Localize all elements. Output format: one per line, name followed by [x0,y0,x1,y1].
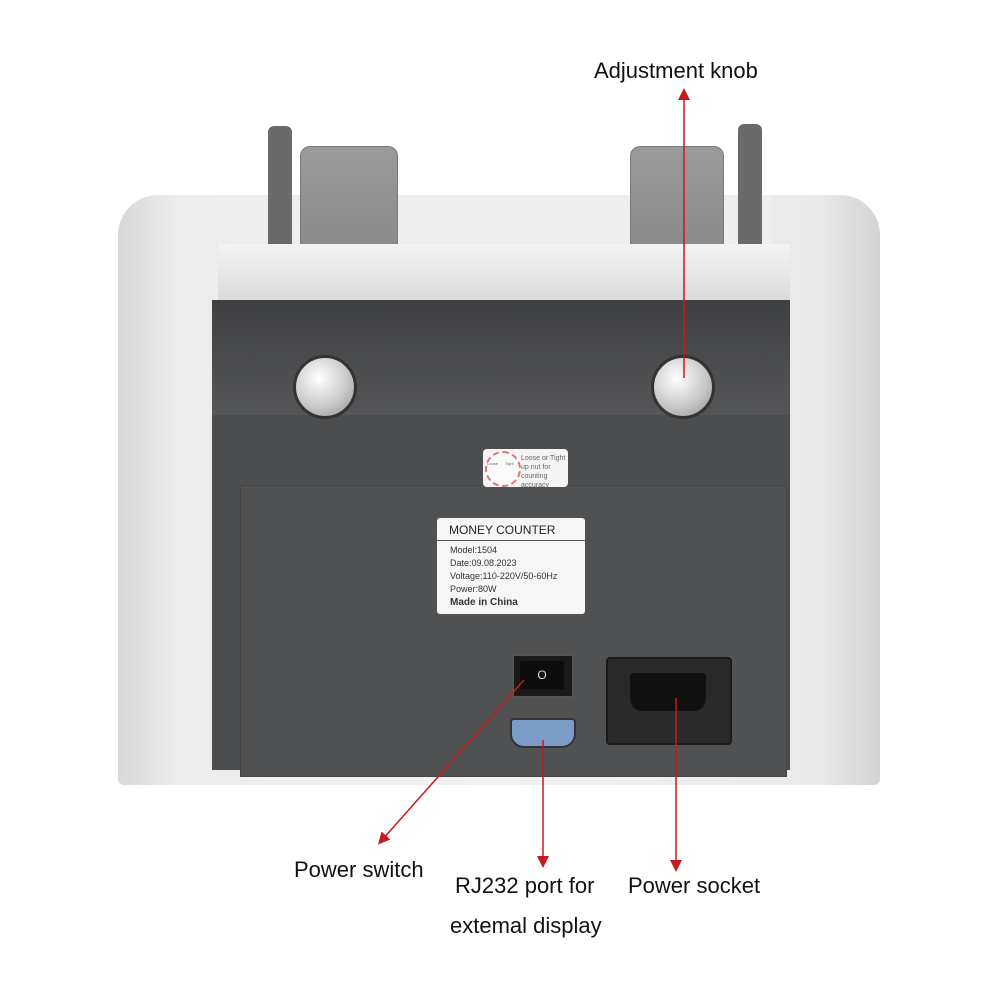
socket-receptacle [630,673,706,711]
right-guide [738,124,762,246]
power-socket-label: Power socket [628,873,761,898]
dial-icon [485,451,521,487]
adjustment-knob-label: Adjustment knob [594,58,758,83]
right-adjustment-knob[interactable] [651,355,715,419]
nameplate-origin: Made in China [450,597,518,608]
left-hopper-tray [300,146,398,248]
power-switch[interactable]: O [512,654,574,698]
power-switch-label: Power switch [294,857,424,882]
left-adjustment-knob[interactable] [293,355,357,419]
adjustment-sticker: Loose or Tight up nut for counting accur… [483,449,568,489]
rj232-label-line2: extemal display [450,913,602,938]
nameplate-power: Power:80W [450,584,497,594]
rj232-label-line1: RJ232 port for [455,873,595,898]
switch-rocker: O [520,661,564,689]
nameplate-model: Model:1504 [450,545,498,555]
sticker-text: Loose or Tight up nut for counting accur… [521,455,566,489]
nameplate-title: MONEY COUNTER [437,518,585,541]
nameplate-date: Date:09.08.2023 [450,558,517,568]
nameplate-voltage: Voltage:110-220V/50-60Hz [450,571,558,581]
left-guide [268,126,292,246]
dial-tight-label: Tight [505,461,514,466]
dial-loose-label: Loose [487,461,498,466]
power-socket[interactable] [606,657,732,745]
right-hopper-tray [630,146,724,248]
power-switch-arrow [378,679,525,845]
nameplate: MONEY COUNTER Model:1504 Date:09.08.2023… [437,518,585,614]
